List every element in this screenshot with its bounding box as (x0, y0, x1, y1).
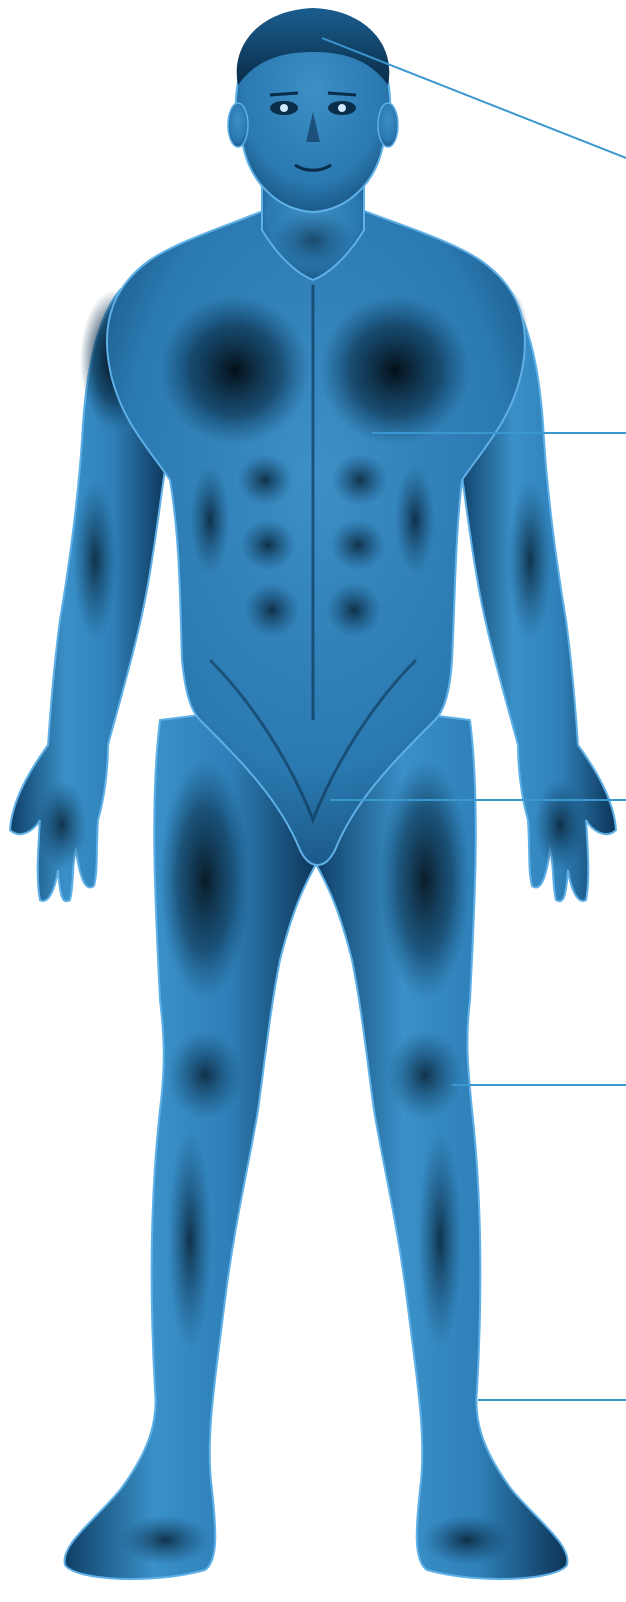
head (228, 8, 398, 212)
left-leg (65, 715, 318, 1579)
